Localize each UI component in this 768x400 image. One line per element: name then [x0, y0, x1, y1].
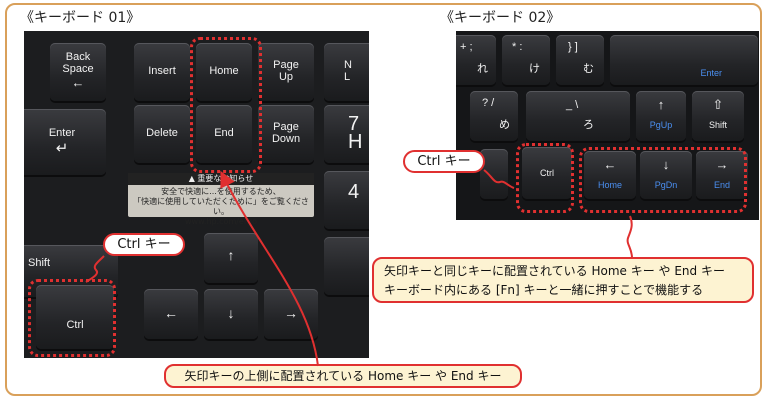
- ctrl-right-pointer: [483, 169, 515, 189]
- fn-note-line-1: 矢印キーと同じキーに配置されている Home キー や End キー: [384, 264, 725, 278]
- end-key[interactable]: End: [196, 105, 252, 163]
- left-arrow-icon: ←: [164, 305, 178, 321]
- left-panel-title: 《キーボード 01》: [20, 10, 141, 26]
- fn-keys-note: 矢印キーと同じキーに配置されている Home キー や End キー キーボード…: [372, 257, 754, 303]
- left-arrow-icon-02: ←: [603, 157, 617, 172]
- down-arrow-icon: ↓: [227, 305, 235, 321]
- right-arrow-icon-02: →: [715, 157, 729, 172]
- question-me-key[interactable]: ? / め: [470, 91, 518, 141]
- insert-key[interactable]: Insert: [134, 43, 190, 101]
- right-arrow-icon: →: [284, 305, 298, 321]
- right-arrow-key[interactable]: →: [264, 289, 318, 339]
- shift-arrow-icon: ⇧: [712, 97, 724, 112]
- enter-key[interactable]: Enter ↵: [24, 109, 106, 175]
- ro-key-label: ろ: [583, 119, 594, 131]
- right-panel-title: 《キーボード 02》: [440, 10, 561, 26]
- numpad-edge-key-4[interactable]: [324, 237, 369, 295]
- end-fn-label: End: [713, 180, 730, 190]
- numpad-edge-key-3[interactable]: 4: [324, 171, 369, 229]
- backspace-arrow-icon: ←: [71, 75, 85, 90]
- pgup-arrow-icon: ↑: [657, 97, 665, 112]
- pagedown-key-label: Page Down: [271, 121, 301, 145]
- bracket-key-label: } ]: [568, 41, 578, 53]
- numpad-edge-label-2: 7 H: [348, 113, 363, 153]
- sticker-url: www.hp.com/ergo: [185, 217, 257, 226]
- down-arrow-key[interactable]: ↓: [204, 289, 258, 339]
- shift-key-label: Shift: [28, 257, 51, 269]
- left-arrow-key[interactable]: ←: [144, 289, 198, 339]
- home-key-label: Home: [209, 65, 239, 77]
- bracket-mu-key[interactable]: } ] む: [556, 35, 604, 85]
- keyboard-02-photo: + ; れ * : け } ] む Enter ? / め _ \ ろ ↑ Pg…: [456, 31, 759, 220]
- fn-arrow-keys-highlight: [579, 147, 747, 213]
- backspace-key-label: Back Space: [62, 51, 94, 75]
- mu-key-label: む: [583, 63, 594, 75]
- shift-key-02[interactable]: ⇧ Shift: [692, 91, 744, 141]
- up-arrow-key[interactable]: ↑: [204, 233, 258, 283]
- delete-key-label: Delete: [146, 127, 178, 139]
- insert-key-label: Insert: [148, 65, 176, 77]
- numpad-edge-label-1: N L: [344, 59, 352, 83]
- pgup-key[interactable]: ↑ PgUp: [636, 91, 686, 141]
- re-key-label: れ: [477, 63, 488, 75]
- home-fn-label: Home: [597, 180, 622, 190]
- up-arrow-icon: ↑: [227, 247, 235, 263]
- ctrl-key[interactable]: Ctrl: [36, 285, 114, 349]
- shift-key-02-label: Shift: [708, 120, 727, 130]
- enter-arrow-icon: ↵: [55, 140, 69, 157]
- sticker-line-2: 「快適に使用していただくために」をご覧ください。: [133, 197, 309, 216]
- underscore-key-label: _ \: [566, 99, 579, 111]
- ke-key-label: け: [529, 63, 540, 75]
- pgdn-fn-label: PgDn: [654, 180, 678, 190]
- ctrl-key-02-label: Ctrl: [540, 168, 554, 178]
- end-key-label: End: [214, 127, 234, 139]
- home-left-arrow-key[interactable]: ← Home: [584, 151, 636, 199]
- ctrl-left-pointer: [85, 255, 105, 283]
- pgup-key-label: PgUp: [649, 120, 673, 130]
- fn-key[interactable]: [480, 149, 508, 199]
- numpad-edge-key-2[interactable]: 7 H: [324, 105, 369, 163]
- plus-re-key[interactable]: + ; れ: [456, 35, 496, 85]
- arrow-keys-note: 矢印キーの上側に配置されている Home キー や End キー: [164, 364, 522, 388]
- numpad-edge-key-1[interactable]: N L: [324, 43, 369, 101]
- ctrl-highlight-right: [516, 143, 574, 213]
- plus-key-label: + ;: [460, 41, 473, 53]
- enter-key-02[interactable]: Enter: [610, 35, 758, 85]
- sticker-line-1: 安全で快適に...を使用するため、: [161, 187, 281, 196]
- star-key-label: * :: [512, 41, 523, 53]
- home-key[interactable]: Home: [196, 43, 252, 101]
- pageup-key[interactable]: Page Up: [258, 43, 314, 101]
- enter-key-02-label: Enter: [700, 68, 722, 78]
- backspace-key[interactable]: Back Space ←: [50, 43, 106, 101]
- fn-note-line-2: キーボード内にある [Fn] キーと一緒に押すことで機能する: [384, 283, 704, 297]
- end-right-arrow-key[interactable]: → End: [696, 151, 748, 199]
- ctrl-callout-right: Ctrl キー: [403, 150, 485, 173]
- down-arrow-icon-02: ↓: [662, 157, 670, 172]
- pgdn-down-arrow-key[interactable]: ↓ PgDn: [640, 151, 692, 199]
- delete-key[interactable]: Delete: [134, 105, 190, 163]
- numpad-edge-label-3: 4: [348, 181, 360, 203]
- ctrl-highlight-left: [28, 279, 116, 357]
- pagedown-key[interactable]: Page Down: [258, 105, 314, 163]
- ctrl-callout-left: Ctrl キー: [103, 233, 185, 256]
- pageup-key-label: Page Up: [273, 59, 299, 83]
- me-key-label: め: [499, 119, 510, 131]
- ctrl-key-label: Ctrl: [66, 319, 84, 331]
- ctrl-key-02[interactable]: Ctrl: [522, 147, 572, 199]
- question-key-label: ? /: [482, 97, 495, 109]
- underscore-ro-key[interactable]: _ \ ろ: [526, 91, 630, 141]
- home-end-arrow: [220, 170, 319, 367]
- note-pointer: [626, 215, 633, 259]
- star-ke-key[interactable]: * : け: [502, 35, 550, 85]
- keyboard-01-photo: Back Space ← Insert Home Page Up N L Ent…: [24, 31, 369, 358]
- enter-key-label: Enter: [48, 127, 76, 139]
